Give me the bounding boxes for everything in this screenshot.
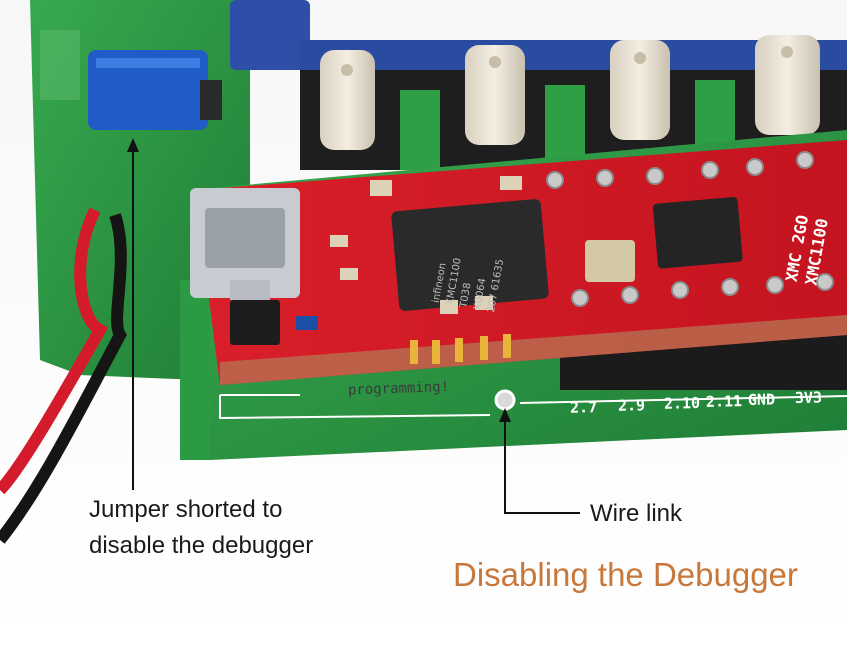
black-wire <box>0 213 127 544</box>
jumper-annotation-line2: disable the debugger <box>89 532 314 559</box>
silk-pin-6: 3V3 <box>795 388 822 407</box>
silk-pin-4: 2.11 <box>706 392 742 411</box>
blue-header-strip <box>230 0 310 70</box>
smd-components <box>330 176 522 314</box>
crystal <box>585 240 635 282</box>
solder-vias <box>546 151 834 307</box>
sensor-chip <box>652 196 743 269</box>
wire-link-arrow <box>499 408 580 514</box>
wire-link-hole <box>494 389 516 411</box>
button-caps <box>320 35 820 150</box>
transistor <box>230 300 280 345</box>
silk-programming-label: programming! <box>348 379 450 399</box>
silkscreen-pin-labels: 2.7 2.9 2.10 2.11 GND 3V3 <box>570 388 822 417</box>
mcu-chip <box>391 199 549 311</box>
red-wire <box>0 207 109 495</box>
gold-pins <box>410 334 511 364</box>
chip-text-3: T038 <box>458 282 473 310</box>
blue-jumper <box>88 50 208 130</box>
silk-pin-3: 2.10 <box>664 394 700 413</box>
silk-pin-2: 2.9 <box>618 396 645 415</box>
silk-pin-1: 2.7 <box>570 398 597 417</box>
silk-pin-5: GND <box>748 390 775 409</box>
wire-link-annotation: Wire link <box>590 500 683 527</box>
slide-title: Disabling the Debugger <box>453 556 798 593</box>
jumper-arrow <box>127 138 139 490</box>
jumper-annotation-line1: Jumper shorted to <box>89 496 283 523</box>
